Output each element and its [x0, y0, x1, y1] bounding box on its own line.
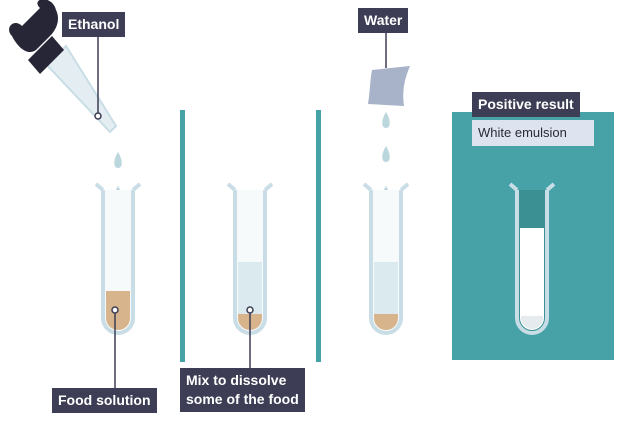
tube1-lip-right — [131, 182, 142, 192]
tube3-lip-left — [362, 182, 373, 192]
water-drop-2 — [382, 146, 390, 162]
test-tube-mixed — [226, 182, 274, 335]
mix-label-line-1: Mix to dissolve — [186, 372, 287, 388]
ethanol-label: Ethanol — [62, 12, 126, 37]
tube4-lip-left — [508, 182, 519, 192]
ethanol-drop-1 — [114, 152, 122, 168]
tube3-food — [374, 314, 398, 330]
water-drop-1 — [382, 112, 390, 128]
pipette-bulb — [9, 0, 58, 53]
test-tube-emulsion — [508, 182, 556, 335]
tube4-emulsion — [520, 228, 544, 330]
tube4-sediment — [521, 316, 543, 329]
tube2-lip-left — [226, 182, 237, 192]
leader-food-solution-dot — [111, 306, 119, 314]
food-solution-label: Food solution — [52, 388, 157, 413]
tube3-lip-right — [399, 182, 410, 192]
divider-2 — [316, 110, 321, 362]
tube4-lip-right — [545, 182, 556, 192]
leader-ethanol-dot — [94, 112, 102, 120]
tube3-liquid — [374, 262, 398, 330]
mix-label-line-2: some of the food — [186, 391, 299, 407]
tube1-lip-left — [94, 182, 105, 192]
divider-1 — [180, 110, 185, 362]
pipette-glass — [44, 44, 118, 134]
tube2-lip-right — [263, 182, 274, 192]
leader-mix-dot — [246, 306, 254, 314]
positive-result-label: Positive result — [472, 92, 580, 117]
mix-label: Mix to dissolve some of the food — [180, 368, 305, 412]
water-pour-icon — [368, 66, 410, 106]
test-tube-water-added — [362, 182, 410, 335]
water-label: Water — [358, 8, 409, 33]
white-emulsion-label: White emulsion — [472, 120, 594, 146]
pipette-collar — [28, 36, 64, 74]
tube2-liquid — [238, 262, 262, 330]
